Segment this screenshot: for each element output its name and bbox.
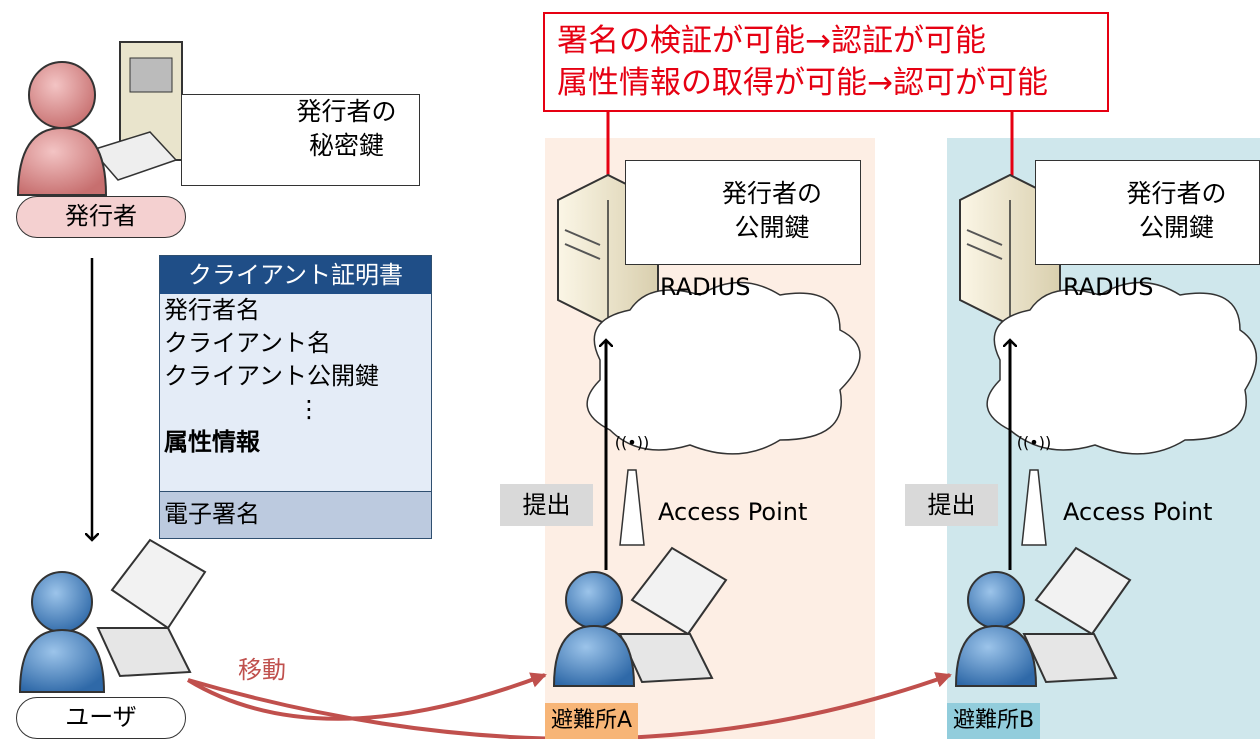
public-key-label-b-1: 発行者の (1126, 179, 1227, 208)
callout-line-2: 属性情報の取得が可能→認可が可能 (557, 65, 1048, 101)
public-key-label-a-1: 発行者の (721, 179, 822, 208)
svg-text:((•)): ((•)) (615, 433, 649, 452)
issuer-label: 発行者 (16, 196, 186, 238)
callout-line-1: 署名の検証が可能→認証が可能 (557, 23, 986, 59)
access-point-label-a: Access Point (658, 498, 808, 526)
cert-signature: 電子署名 (160, 491, 431, 538)
certificate-title: クライアント証明書 (160, 256, 431, 294)
public-key-label-box-a: 発行者の 公開鍵 (625, 160, 861, 265)
issuer-computer-icon (90, 41, 183, 181)
cert-field-issuer-name: 発行者名 (164, 296, 260, 324)
user-label: ユーザ (16, 697, 186, 739)
shelter-a-laptop-icon (618, 546, 728, 684)
cert-field-client-name: クライアント名 (164, 329, 332, 357)
submit-label-b: 提出 (905, 484, 998, 526)
shelter-b-laptop-icon (1022, 546, 1132, 684)
issuer-person-icon (16, 61, 108, 196)
shelter-b-person-icon (954, 571, 1038, 687)
submit-label-a: 提出 (500, 484, 593, 526)
cert-field-ellipsis: ⋮ (297, 395, 321, 423)
shelter-a-person-icon (552, 571, 636, 687)
network-cloud-a (586, 281, 861, 455)
public-key-label-a-2: 公開鍵 (734, 213, 810, 242)
secret-key-label-1: 発行者の (296, 97, 397, 126)
radius-label-a: RADIUS (660, 273, 751, 301)
public-key-label-box-b: 発行者の 公開鍵 (1035, 160, 1260, 265)
network-cloud-b (986, 281, 1258, 455)
secret-key-label-2: 秘密鍵 (308, 131, 384, 160)
public-key-label-b-2: 公開鍵 (1138, 213, 1214, 242)
secret-key-label-box: 発行者の 秘密鍵 (181, 94, 420, 186)
user-laptop-icon (96, 538, 207, 678)
shelter-a-label: 避難所A (545, 703, 639, 739)
user-person-icon (18, 571, 106, 693)
cert-field-client-public-key: クライアント公開鍵 (164, 362, 380, 390)
move-label: 移動 (238, 656, 286, 684)
radius-label-b: RADIUS (1063, 273, 1154, 301)
benefit-callout: 署名の検証が可能→認証が可能 属性情報の取得が可能→認可が可能 (543, 12, 1109, 112)
shelter-b-label: 避難所B (947, 703, 1041, 739)
svg-text:((•)): ((•)) (1017, 433, 1051, 452)
client-certificate: クライアント証明書 発行者名 クライアント名 クライアント公開鍵 ⋮ 属性情報 … (159, 255, 432, 539)
access-point-icon-a: ((•)) (615, 433, 649, 546)
access-point-icon-b: ((•)) (1017, 433, 1051, 546)
access-point-label-b: Access Point (1063, 498, 1213, 526)
cert-field-attributes: 属性情報 (164, 428, 260, 456)
